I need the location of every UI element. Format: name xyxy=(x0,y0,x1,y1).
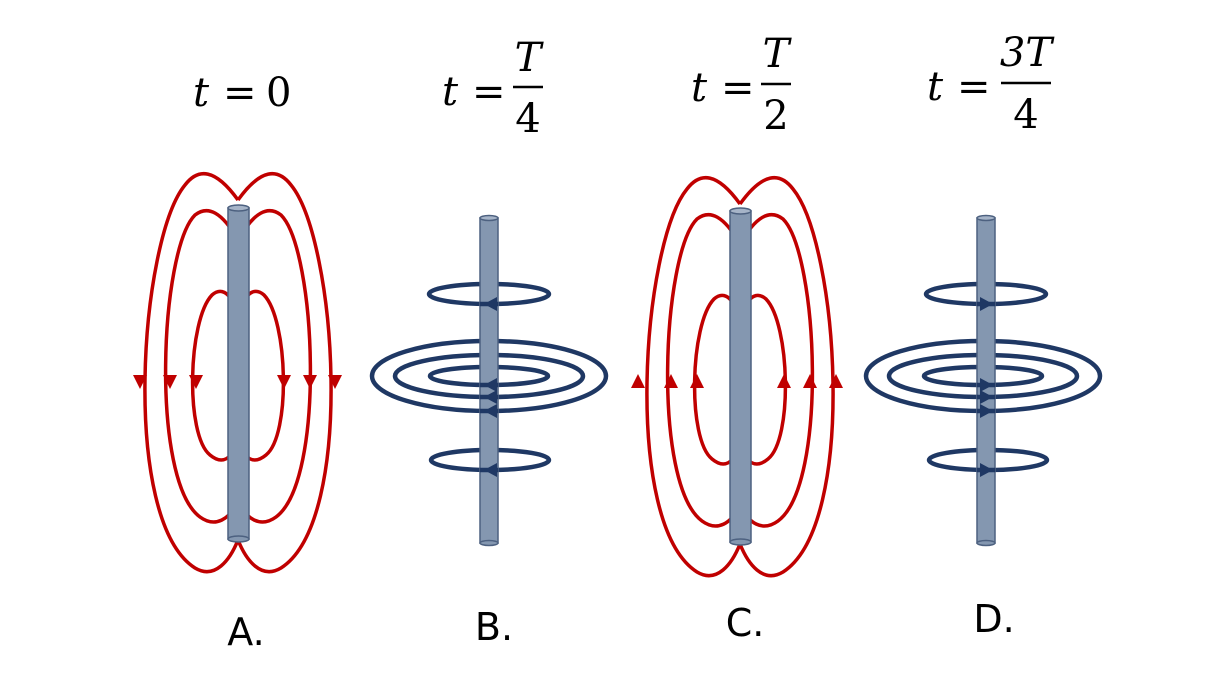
fraction-denominator: 2 xyxy=(763,93,788,139)
time-variable: t xyxy=(193,70,210,116)
arrow-up-icon xyxy=(777,374,791,388)
time-label-b: t = T 4 xyxy=(442,35,545,142)
arrow-right-icon xyxy=(980,297,993,311)
field-line-outer-left xyxy=(645,175,742,578)
fraction-numerator: T xyxy=(763,31,793,77)
antenna-rod xyxy=(729,207,752,546)
panel-label-c: C. xyxy=(726,601,765,645)
arrow-left-icon xyxy=(484,463,497,477)
arrow-up-icon xyxy=(803,374,817,388)
fraction-numerator: T xyxy=(515,35,545,81)
fraction-denominator: 4 xyxy=(515,96,540,142)
field-arrows xyxy=(631,374,843,388)
arrow-down-icon xyxy=(133,375,147,389)
arrow-down-icon xyxy=(163,375,177,389)
time-label-a: t = 0 xyxy=(193,70,291,116)
antenna-rod xyxy=(227,204,250,543)
fraction-denominator: 4 xyxy=(1013,92,1038,138)
arrow-down-icon xyxy=(328,375,342,389)
panel-b xyxy=(369,214,609,547)
arrow-down-icon xyxy=(303,375,317,389)
arrow-up-icon xyxy=(829,374,843,388)
time-variable: t xyxy=(927,64,944,110)
field-line-mid-right xyxy=(738,213,815,528)
arrow-up-icon xyxy=(664,374,678,388)
time-label-c: t = T 2 xyxy=(691,31,793,139)
time-value: 0 xyxy=(266,70,291,116)
arrow-right-icon xyxy=(980,463,993,477)
arrow-right-icon xyxy=(980,378,993,392)
arrow-up-icon xyxy=(631,374,645,388)
time-variable: t xyxy=(691,65,708,111)
arrow-left-icon xyxy=(484,378,497,392)
field-arrows xyxy=(133,375,342,389)
arrow-right-icon xyxy=(980,390,993,404)
arrow-left-icon xyxy=(484,404,497,418)
arrow-down-icon xyxy=(277,375,291,389)
field-arrows xyxy=(980,297,993,477)
field-line-outer-left xyxy=(143,171,240,574)
panel-a xyxy=(133,171,342,574)
panel-label-d: D. xyxy=(973,597,1014,641)
equals-sign: = xyxy=(223,70,257,116)
arrow-left-icon xyxy=(484,390,497,404)
field-line-mid-right xyxy=(236,209,313,524)
time-variable: t xyxy=(442,69,459,115)
panel-d xyxy=(863,214,1103,547)
field-arrows xyxy=(484,297,497,477)
panel-label-b: B. xyxy=(475,605,513,649)
equals-sign: = xyxy=(957,64,991,110)
fraction-numerator: 3T xyxy=(1000,30,1055,76)
arrow-left-icon xyxy=(484,297,497,311)
panel-label-a: A. xyxy=(227,610,264,654)
time-label-d: t = 3T 4 xyxy=(927,30,1055,138)
arrow-up-icon xyxy=(690,374,704,388)
equals-sign: = xyxy=(721,65,755,111)
arrow-down-icon xyxy=(189,375,203,389)
arrow-right-icon xyxy=(980,404,993,418)
equals-sign: = xyxy=(472,69,506,115)
antenna-rod xyxy=(976,214,996,547)
panel-c xyxy=(631,175,843,578)
field-line-mid-left xyxy=(163,209,240,524)
field-line-mid-left xyxy=(665,213,742,528)
